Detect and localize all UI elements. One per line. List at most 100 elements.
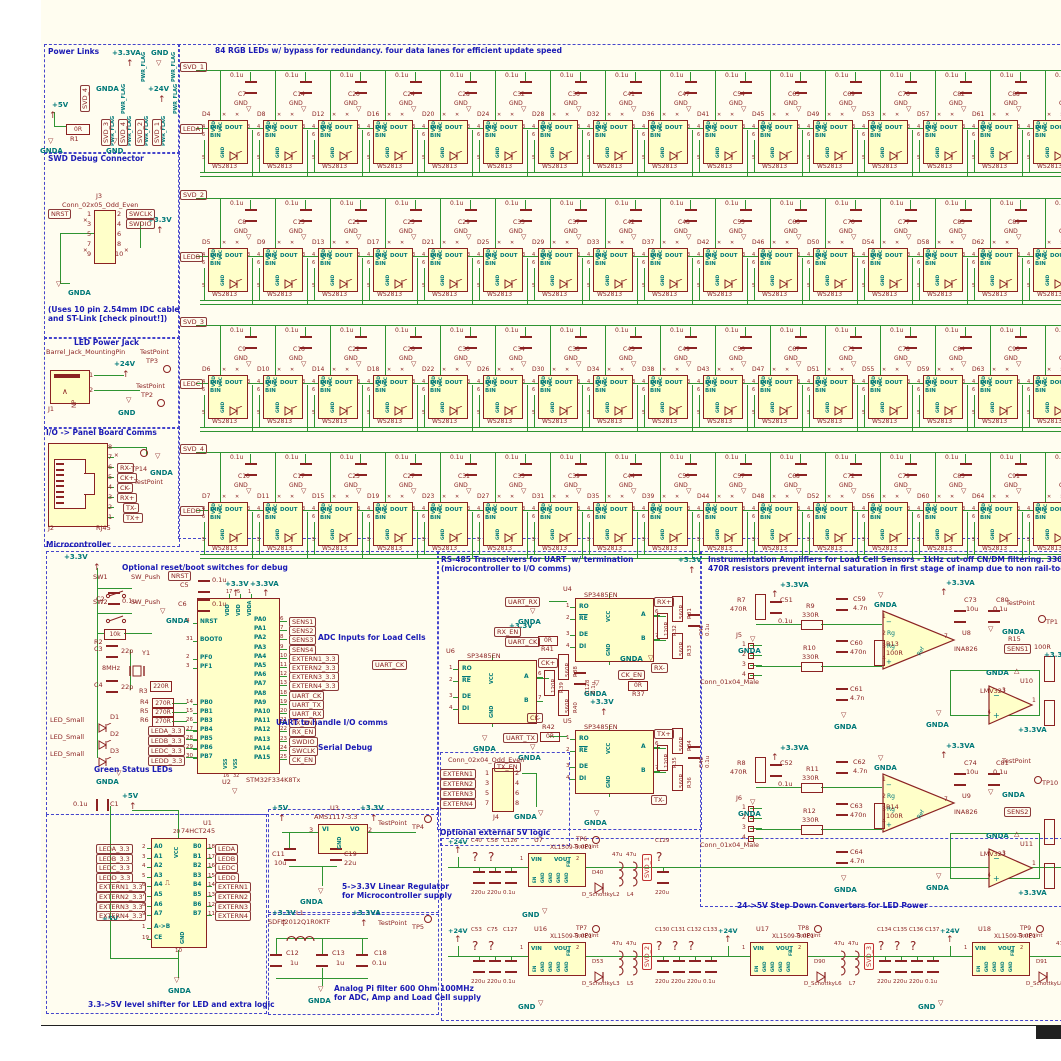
global-label-LEDD_3.3[interactable]: LEDD_3.3 xyxy=(148,756,186,766)
global-label-SVD_1[interactable]: SVD_1 xyxy=(642,854,652,881)
led-symbol[interactable] xyxy=(1054,274,1061,293)
led-ic-D6[interactable] xyxy=(208,375,248,419)
inductor-L2[interactable] xyxy=(614,861,624,891)
resistor-R38[interactable] xyxy=(558,654,569,680)
led-ic-D50[interactable] xyxy=(813,248,853,292)
capacitor[interactable] xyxy=(740,463,752,476)
capacitor[interactable] xyxy=(685,209,697,222)
led-ic-D52[interactable] xyxy=(813,502,853,546)
led-symbol[interactable] xyxy=(559,528,573,547)
testpoint[interactable] xyxy=(1034,776,1042,784)
capacitor[interactable] xyxy=(198,580,210,593)
resistor[interactable] xyxy=(1044,863,1055,889)
led-symbol[interactable] xyxy=(779,274,793,293)
capacitor[interactable] xyxy=(465,81,477,94)
capacitor[interactable] xyxy=(905,209,917,222)
capacitor[interactable] xyxy=(850,209,862,222)
global-label-CK_EN[interactable]: CK_EN xyxy=(618,670,646,680)
global-label-LEDA_3.3[interactable]: LEDA_3.3 xyxy=(148,726,185,736)
led-symbol[interactable] xyxy=(834,401,848,420)
led-symbol[interactable] xyxy=(779,146,793,165)
capacitor[interactable] xyxy=(300,463,312,476)
transceiver-U5[interactable] xyxy=(575,730,654,794)
capacitor[interactable] xyxy=(1015,463,1027,476)
led-symbol[interactable] xyxy=(779,528,793,547)
transceiver-U4[interactable] xyxy=(575,598,654,662)
connector-pin[interactable] xyxy=(748,643,754,649)
global-label-EXTERN1_3.3[interactable]: EXTERN1_3.3 xyxy=(96,882,146,893)
capacitor[interactable] xyxy=(688,614,700,627)
led-symbol[interactable] xyxy=(669,146,683,165)
global-label-UART_CK[interactable]: UART_CK xyxy=(505,637,541,647)
global-label-SENS2[interactable]: SENS2 xyxy=(1004,807,1032,817)
inductor-L1[interactable] xyxy=(286,928,316,947)
led-symbol[interactable] xyxy=(614,146,628,165)
global-label-EXTERN3[interactable]: EXTERN3 xyxy=(215,901,252,912)
converter-U7[interactable] xyxy=(528,853,586,887)
led-ic-D45[interactable] xyxy=(758,120,798,164)
global-label-CK+[interactable]: CK+ xyxy=(117,473,138,483)
capacitor[interactable] xyxy=(879,960,891,973)
led-ic-D12[interactable] xyxy=(318,120,358,164)
led-symbol[interactable] xyxy=(944,274,958,293)
led-symbol[interactable] xyxy=(779,401,793,420)
led-symbol[interactable] xyxy=(284,401,298,420)
resistor[interactable] xyxy=(801,620,823,630)
global-label-RX_EN[interactable]: RX_EN xyxy=(289,727,317,738)
led-symbol[interactable] xyxy=(669,528,683,547)
led-ic-D60[interactable] xyxy=(923,502,963,546)
global-label-EXTERN2[interactable]: EXTERN2 xyxy=(440,779,477,789)
capacitor[interactable] xyxy=(1015,81,1027,94)
led-symbol[interactable] xyxy=(284,274,298,293)
led-symbol[interactable] xyxy=(724,401,738,420)
global-label-EXTERN4_3.3[interactable]: EXTERN4_3.3 xyxy=(96,911,146,922)
diode-D53[interactable] xyxy=(594,968,606,987)
global-label-SVD_4[interactable]: SVD_4 xyxy=(80,85,90,112)
global-label-SWCLK[interactable]: SWCLK xyxy=(126,209,155,219)
led-symbol[interactable] xyxy=(394,146,408,165)
global-label-RX+[interactable]: RX+ xyxy=(117,493,138,503)
led-ic-D31[interactable] xyxy=(538,502,578,546)
capacitor[interactable] xyxy=(106,645,118,658)
capacitor[interactable] xyxy=(836,803,848,816)
capacitor[interactable] xyxy=(1015,336,1027,349)
capacitor[interactable] xyxy=(410,336,422,349)
capacitor[interactable] xyxy=(850,463,862,476)
led-ic-D11[interactable] xyxy=(263,502,303,546)
testpoint[interactable] xyxy=(1036,925,1044,933)
capacitor[interactable] xyxy=(520,463,532,476)
global-label-LEDC[interactable]: LEDC xyxy=(180,379,204,389)
resistor-R32[interactable] xyxy=(657,613,668,639)
capacitor[interactable] xyxy=(270,954,282,967)
inductor-L6[interactable] xyxy=(836,950,846,980)
transceiver-U6[interactable] xyxy=(458,660,537,724)
led-symbol[interactable] xyxy=(559,401,573,420)
connector-pin[interactable] xyxy=(748,663,754,669)
capacitor[interactable] xyxy=(473,871,485,884)
capacitor[interactable] xyxy=(355,463,367,476)
global-label-LEDC[interactable]: LEDC xyxy=(215,863,239,874)
led-symbol[interactable] xyxy=(834,528,848,547)
led-ic-D57[interactable] xyxy=(923,120,963,164)
testpoint[interactable] xyxy=(592,925,600,933)
capacitor[interactable] xyxy=(316,954,328,967)
capacitor[interactable] xyxy=(905,336,917,349)
resistor[interactable] xyxy=(801,662,823,672)
capacitor[interactable] xyxy=(740,209,752,222)
global-label-SVD_3[interactable]: SVD_3 xyxy=(101,119,111,146)
global-label-RX-[interactable]: RX- xyxy=(651,663,668,673)
capacitor[interactable] xyxy=(505,960,517,973)
led-ic-D14[interactable] xyxy=(318,375,358,419)
led-symbol[interactable] xyxy=(669,401,683,420)
led-symbol[interactable] xyxy=(999,528,1013,547)
global-label-LEDB[interactable]: LEDB xyxy=(215,853,239,864)
led-ic-D51[interactable] xyxy=(813,375,853,419)
capacitor[interactable] xyxy=(911,960,923,973)
global-label-LEDA_3.3[interactable]: LEDA_3.3 xyxy=(96,844,133,854)
capacitor[interactable] xyxy=(465,209,477,222)
led-symbol[interactable] xyxy=(284,146,298,165)
capacitor[interactable] xyxy=(673,960,685,973)
connector-pin[interactable] xyxy=(748,826,754,832)
capacitor[interactable] xyxy=(740,81,752,94)
global-label-SVD_4[interactable]: SVD_4 xyxy=(180,444,207,454)
